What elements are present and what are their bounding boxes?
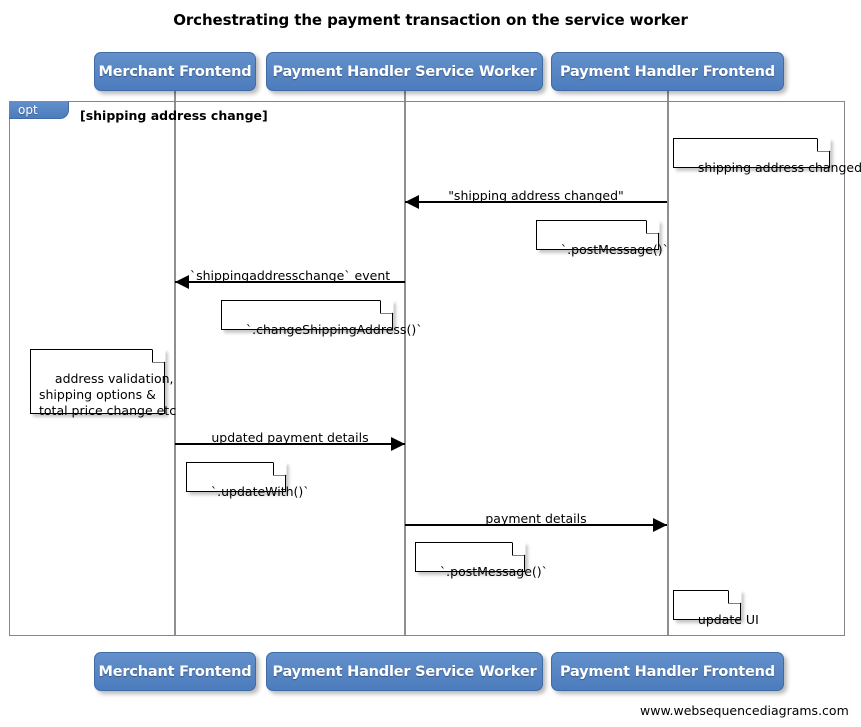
participant-label: Merchant Frontend <box>98 663 252 680</box>
message-label-updated-payment-details: updated payment details <box>211 430 369 445</box>
participant-label: Payment Handler Frontend <box>560 663 775 680</box>
participant-merchant-frontend-bottom[interactable]: Merchant Frontend <box>94 652 256 691</box>
participant-merchant-frontend-top[interactable]: Merchant Frontend <box>94 52 256 91</box>
participant-label: Payment Handler Frontend <box>560 63 775 80</box>
note-text: `.postMessage()` <box>439 564 548 579</box>
arrowhead-left-shipping-address-changed <box>405 195 419 209</box>
lifeline-payment-handler-service-worker <box>404 91 406 636</box>
message-label-shippingaddresschange-event: `shippingaddresschange` event <box>189 268 391 283</box>
note-text: `.postMessage()` <box>560 242 669 257</box>
message-label-payment-details: payment details <box>485 511 587 526</box>
participant-payment-handler-frontend-bottom[interactable]: Payment Handler Frontend <box>551 652 784 691</box>
note-post-message-1: `.postMessage()` <box>536 219 669 257</box>
participant-payment-handler-service-worker-top[interactable]: Payment Handler Service Worker <box>266 52 543 91</box>
fragment-opt-tab: opt <box>9 101 69 119</box>
note-text: shipping address changed <box>697 160 861 175</box>
fragment-opt <box>9 101 845 636</box>
note-update-with: `.updateWith()` <box>186 461 310 499</box>
message-line-shippingaddresschange-event <box>175 281 405 283</box>
participant-payment-handler-frontend-top[interactable]: Payment Handler Frontend <box>551 52 784 91</box>
note-address-validation: address validation, shipping options & t… <box>30 348 176 418</box>
participant-label: Merchant Frontend <box>98 63 252 80</box>
note-text: address validation, shipping options & t… <box>39 371 177 418</box>
fragment-opt-guard: [shipping address change] <box>80 108 268 123</box>
message-line-payment-details <box>405 524 667 526</box>
footer-attribution: www.websequencediagrams.com <box>640 703 849 718</box>
note-text: update UI <box>697 612 759 627</box>
arrowhead-right-payment-details <box>653 518 667 532</box>
message-line-updated-payment-details <box>175 443 405 445</box>
note-post-message-2: `.postMessage()` <box>415 541 548 579</box>
page-title: Orchestrating the payment transaction on… <box>173 11 688 29</box>
message-line-shipping-address-changed <box>405 201 667 203</box>
note-text: `.changeShippingAddress()` <box>245 322 423 337</box>
message-label-shipping-address-changed: "shipping address changed" <box>448 188 624 203</box>
lifeline-merchant-frontend <box>174 91 176 636</box>
participant-label: Payment Handler Service Worker <box>272 63 537 80</box>
note-shipping-address-changed: shipping address changed <box>673 137 861 175</box>
arrowhead-left-shippingaddresschange-event <box>175 275 189 289</box>
note-change-shipping-address: `.changeShippingAddress()` <box>221 299 422 337</box>
participant-payment-handler-service-worker-bottom[interactable]: Payment Handler Service Worker <box>266 652 543 691</box>
arrowhead-right-updated-payment-details <box>391 437 405 451</box>
note-update-ui: update UI <box>673 589 759 627</box>
participant-label: Payment Handler Service Worker <box>272 663 537 680</box>
lifeline-payment-handler-frontend <box>667 91 669 636</box>
note-text: `.updateWith()` <box>210 484 310 499</box>
